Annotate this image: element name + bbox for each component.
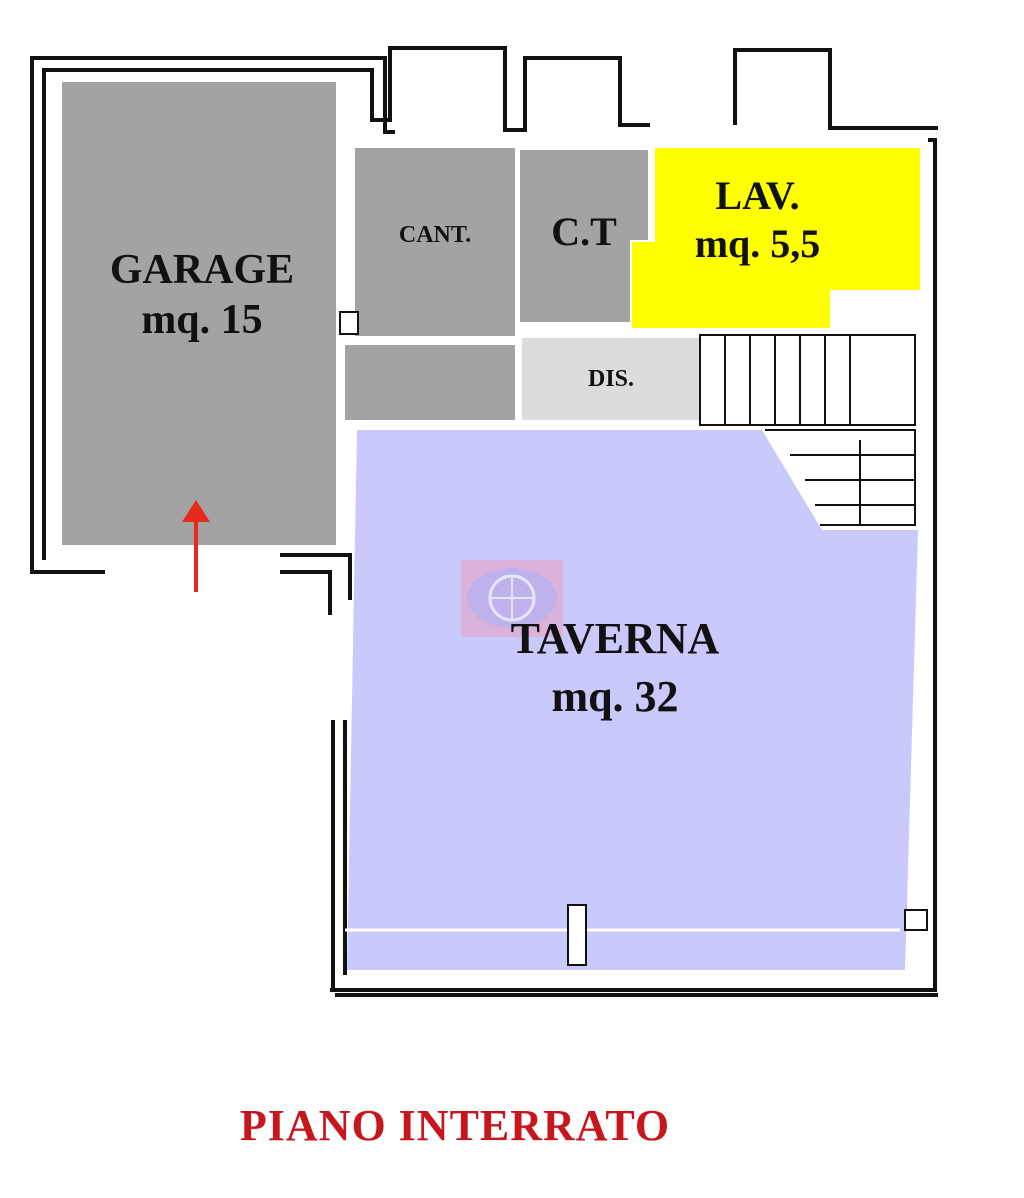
stairs	[699, 334, 916, 526]
plan-title: PIANO INTERRATO	[239, 1101, 671, 1150]
watermark-logo-icon	[461, 560, 563, 637]
pillar	[567, 904, 587, 966]
garage-label: GARAGE mq. 15	[62, 245, 342, 345]
room-garage	[62, 82, 336, 545]
room-ct	[520, 150, 648, 322]
lav-label: LAV. mq. 5,5	[660, 172, 855, 268]
taverna-label: TAVERNA mq. 32	[460, 610, 770, 726]
entrance-arrow-icon	[182, 500, 210, 592]
room-dis	[522, 338, 700, 420]
lav-name: LAV.	[715, 173, 800, 218]
room-lower-storage	[345, 345, 515, 420]
garage-name: GARAGE	[109, 247, 295, 293]
room-lav	[632, 148, 920, 328]
room-cantina	[355, 148, 515, 336]
garage-area: mq. 15	[141, 297, 263, 343]
taverna-name: TAVERNA	[510, 614, 720, 663]
ct-label: C.T	[551, 209, 617, 254]
lav-area: mq. 5,5	[694, 221, 821, 266]
dis-label: DIS.	[587, 366, 635, 392]
taverna-area: mq. 32	[551, 672, 679, 721]
cantina-label: CANT.	[398, 222, 472, 248]
